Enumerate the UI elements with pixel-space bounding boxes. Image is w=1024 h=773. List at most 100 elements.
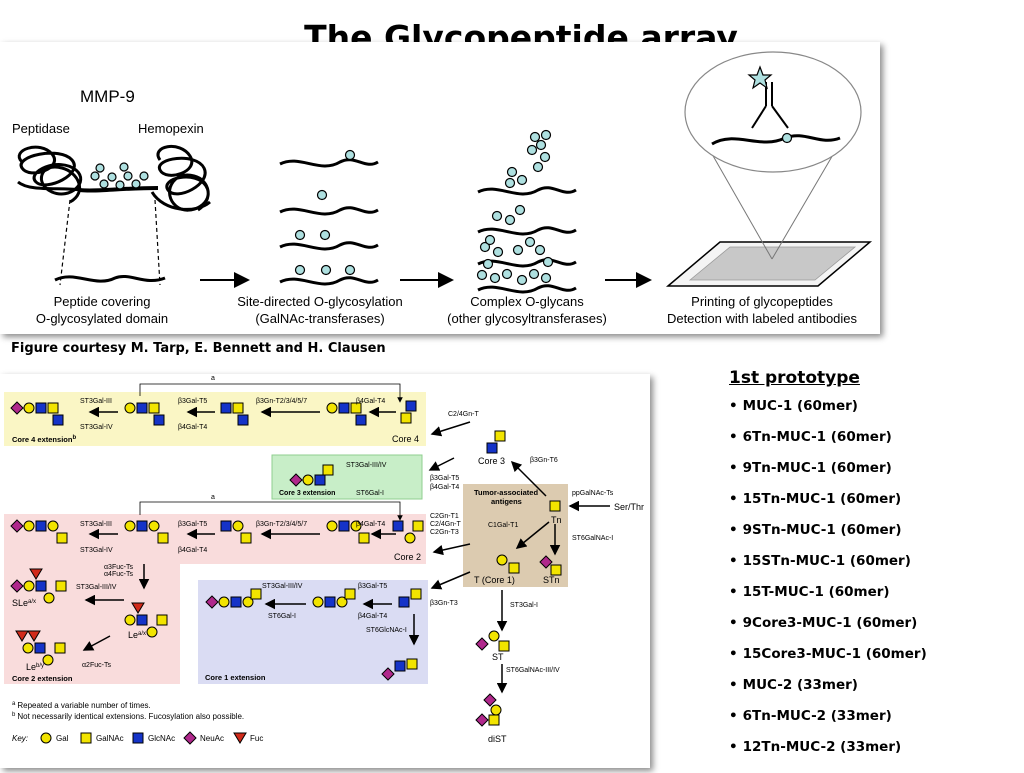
prototype-heading: 1st prototype	[729, 368, 860, 388]
key-gal: Gal	[56, 734, 69, 743]
label-stn: STn	[543, 575, 560, 585]
list-item: 9Tn-MUC-1 (60mer)	[729, 459, 1019, 490]
hemopexin-domain-tangle	[150, 144, 211, 212]
enzyme-b3gal-t5-b: β3Gal-T5	[430, 475, 459, 482]
figure-credit: Figure courtesy M. Tarp, E. Bennett and …	[11, 341, 386, 356]
label-core4-extension: Core 4 extensionb	[12, 435, 76, 444]
pathway-diagram: a a ST3Gal-III ST3Gal-IV β3Gal-T5 β4Gal-…	[4, 375, 644, 745]
label-core1-extension: Core 1 extension	[205, 673, 266, 682]
label-slea: SLea/x	[12, 598, 36, 608]
list-item: 15Core3-MUC-1 (60mer)	[729, 645, 1019, 676]
repeat-bracket-core4	[139, 383, 403, 403]
enzyme-st6gal-i-a: ST6Gal-I	[356, 490, 384, 497]
repeat-bracket-core2	[139, 501, 403, 521]
enzyme-st6galnac-iii-iv: ST6GalNAc-III/IV	[506, 667, 560, 674]
glycan-tn	[549, 500, 561, 512]
arrow-lea-to-leb	[82, 635, 111, 651]
glycosylated-linker	[79, 186, 159, 193]
step3-peptides	[477, 186, 577, 294]
step3-line1: Complex O-glycans	[470, 294, 584, 309]
glycan-dist	[475, 693, 502, 727]
enzyme-b3gn-t3: β3Gn-T3	[430, 600, 458, 607]
enzyme-b3gn-t6: β3Gn-T6	[530, 457, 558, 464]
label-core3-extension: Core 3 extension	[279, 490, 335, 497]
step1-line1: Peptide covering	[54, 294, 151, 309]
label-core1: T (Core 1)	[474, 575, 515, 585]
prototype-list-section: 1st prototype MUC-1 (60mer) 6Tn-MUC-1 (6…	[729, 368, 1019, 769]
workflow-figure: MMP-9 Peptidase Hemopexin Peptide coveri…	[0, 42, 880, 334]
peptide-fragment	[54, 275, 166, 283]
fluorescent-label-star-icon	[747, 65, 773, 90]
enzyme-c1gal-t1: C1Gal-T1	[488, 522, 518, 529]
galnac-symbol-icon	[80, 732, 92, 744]
step2-line2: (GalNAc-transferases)	[255, 311, 384, 326]
enzyme-b4gal-t4-a: β4Gal-T4	[178, 424, 207, 431]
peptidase-domain-tangle	[17, 145, 83, 204]
protein-name: MMP-9	[80, 87, 135, 106]
tumor-antigens-title-2: antigens	[491, 497, 522, 506]
key-neuac: NeuAc	[200, 734, 224, 743]
key-glcnac: GlcNAc	[148, 734, 175, 743]
list-item: MUC-1 (60mer)	[729, 397, 1019, 428]
enzyme-c2gn-t3: C2Gn-T3	[430, 529, 459, 536]
enzyme-st3gal-iii-a: ST3Gal-III	[80, 398, 112, 405]
label-core2: Core 2	[394, 552, 421, 562]
label-ser-thr: Ser/Thr	[614, 502, 644, 512]
step1-line2: O-glycosylated domain	[36, 311, 168, 326]
enzyme-b4gal-t4-e: β4Gal-T4	[356, 521, 385, 528]
enzyme-st3gal-iii-b: ST3Gal-III	[80, 521, 112, 528]
bound-glycan	[781, 132, 793, 144]
step2-line1: Site-directed O-glycosylation	[237, 294, 402, 309]
arrow-tn-to-core3	[510, 460, 547, 497]
label-st: ST	[492, 652, 504, 662]
list-item: 15T-MUC-1 (60mer)	[729, 583, 1019, 614]
label-core3: Core 3	[478, 456, 505, 466]
key-fuc: Fuc	[250, 734, 263, 743]
repeat-mark-core2: a	[211, 494, 215, 501]
neuac-symbol-icon	[183, 731, 197, 745]
magnified-view	[684, 51, 862, 173]
list-item: 6Tn-MUC-1 (60mer)	[729, 428, 1019, 459]
label-core2-extension: Core 2 extension	[12, 674, 73, 683]
domain-hemopexin-label: Hemopexin	[138, 121, 204, 136]
list-item: 15STn-MUC-1 (60mer)	[729, 552, 1019, 583]
linker-glycans	[90, 162, 149, 190]
enzyme-st3gal-iii-iv-c: ST3Gal-III/IV	[262, 583, 303, 590]
workflow-diagram: MMP-9 Peptidase Hemopexin Peptide coveri…	[12, 51, 873, 326]
step3-glycan-clusters	[476, 129, 554, 286]
arrow-t-to-core2	[432, 543, 471, 556]
list-item: 15Tn-MUC-1 (60mer)	[729, 490, 1019, 521]
domain-peptidase-label: Peptidase	[12, 121, 70, 136]
list-item: 9STn-MUC-1 (60mer)	[729, 521, 1019, 552]
enzyme-st3gal-iv-a: ST3Gal-IV	[80, 424, 113, 431]
arrow-core3-ext	[428, 457, 455, 471]
enzyme-st3gal-i: ST3Gal-I	[510, 602, 538, 609]
step4-line2: Detection with labeled antibodies	[667, 311, 858, 326]
arrow-tn-to-t	[515, 521, 550, 549]
label-lea: Lea/x	[128, 630, 146, 640]
enzyme-b3gn-t-b: β3Gn-T2/3/4/5/7	[256, 521, 307, 528]
enzyme-b3gn-t-a: β3Gn-T2/3/4/5/7	[256, 398, 307, 405]
enzyme-ppgalnac: ppGalNAc-Ts	[572, 490, 614, 497]
enzyme-b4gal-t4-d: β4Gal-T4	[178, 547, 207, 554]
enzyme-b3gal-t5-c: β3Gal-T5	[178, 521, 207, 528]
list-item: 6Tn-MUC-2 (33mer)	[729, 707, 1019, 738]
enzyme-b3gal-t5-a: β3Gal-T5	[178, 398, 207, 405]
enzyme-c2gn-t1: C2Gn-T1	[430, 513, 459, 520]
enzyme-a2fuc: α2Fuc-Ts	[82, 662, 111, 669]
symbol-key: Key: Gal GalNAc GlcNAc NeuAc Fuc	[12, 731, 263, 745]
list-item: 12Tn-MUC-2 (33mer)	[729, 738, 1019, 769]
zoom-line-left	[59, 199, 71, 286]
enzyme-st3gal-iii-iv-a: ST3Gal-III/IV	[346, 462, 387, 469]
enzyme-b4gal-t4-f: β4Gal-T4	[358, 613, 387, 620]
tumor-antigens-title-1: Tumor-associated	[474, 488, 538, 497]
enzyme-st6galnac-i-a: ST6GalNAc-I	[572, 535, 613, 542]
zoom-line-right	[154, 199, 161, 286]
enzyme-st3gal-iv-b: ST3Gal-IV	[80, 547, 113, 554]
step2-galnac	[294, 149, 356, 276]
o-glycan-pathway-figure: a a ST3Gal-III ST3Gal-IV β3Gal-T5 β4Gal-…	[0, 374, 650, 768]
glycopeptide-microarray-slide	[665, 241, 873, 287]
enzyme-st6glcnac-i: ST6GlcNAc-I	[366, 627, 407, 634]
list-item: MUC-2 (33mer)	[729, 676, 1019, 707]
